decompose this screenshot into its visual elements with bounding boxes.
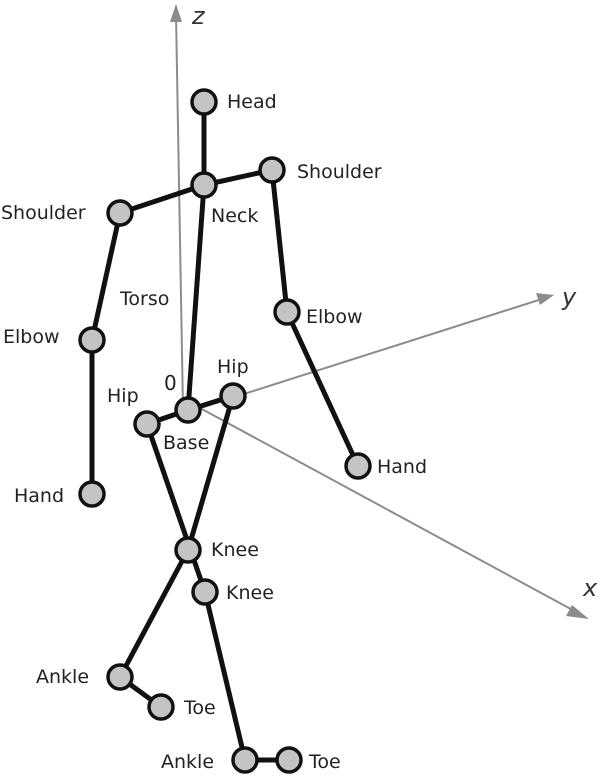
y-axis-line — [199, 297, 546, 409]
label-shoulder-right: Shoulder — [297, 161, 382, 183]
label-torso: Torso — [119, 288, 169, 310]
y-axis-label: y — [561, 283, 577, 311]
joint-neck — [190, 171, 218, 199]
joint-shoulder-right — [258, 156, 286, 184]
label-head: Head — [227, 91, 277, 113]
joint-toe-right — [275, 746, 303, 774]
z-axis-arrowhead — [170, 4, 182, 22]
bone-upper-arm-right — [269, 167, 290, 315]
joint-hip-right — [219, 382, 247, 410]
coordinate-axes: z y x 0 — [164, 2, 598, 619]
z-axis-label: z — [191, 2, 206, 30]
joint-head — [190, 88, 218, 116]
joint-elbow-right — [273, 298, 301, 326]
label-elbow-left: Elbow — [3, 326, 60, 348]
skeleton-bones — [89, 99, 361, 763]
bone-upper-arm-left — [89, 210, 123, 343]
y-axis-arrowhead — [536, 293, 554, 305]
label-hand-right: Hand — [377, 456, 427, 478]
label-knee-lower: Knee — [226, 582, 274, 604]
joint-toe-left — [147, 693, 175, 721]
label-elbow-right: Elbow — [306, 306, 363, 328]
bone-torso — [185, 182, 207, 413]
joint-ankle-right — [231, 746, 259, 774]
label-toe-right: Toe — [308, 751, 341, 773]
joint-knee-lower — [191, 578, 219, 606]
bone-neck-shoulder-left — [117, 182, 207, 216]
joint-ankle-left — [106, 663, 134, 691]
label-hip-left: Hip — [107, 385, 139, 407]
joint-knee-upper — [174, 536, 202, 564]
label-ankle-right: Ankle — [161, 751, 214, 773]
joint-hip-left — [133, 410, 161, 438]
label-ankle-left: Ankle — [36, 666, 89, 688]
joint-shoulder-left — [106, 199, 134, 227]
joint-hand-left — [78, 480, 106, 508]
label-hip-right: Hip — [217, 356, 249, 378]
joint-hand-right — [344, 452, 372, 480]
bone-thigh-right — [185, 393, 236, 553]
label-neck: Neck — [211, 205, 258, 227]
bone-thigh-left — [144, 421, 208, 595]
joint-base — [174, 396, 202, 424]
joint-elbow-left — [78, 326, 106, 354]
bone-shin-left — [117, 547, 191, 680]
bone-forearm-right — [284, 309, 361, 469]
joint-labels: Head Neck Torso Base Shoulder Shoulder E… — [1, 91, 427, 773]
x-axis-line — [199, 407, 581, 615]
x-axis-label: x — [582, 574, 598, 602]
label-toe-left: Toe — [183, 697, 216, 719]
z-axis-line — [175, 13, 184, 411]
label-knee-upper: Knee — [211, 539, 259, 561]
skeleton-joints — [78, 88, 372, 774]
x-axis-arrowhead — [566, 605, 589, 619]
label-hand-left: Hand — [14, 485, 64, 507]
label-shoulder-left: Shoulder — [1, 202, 86, 224]
origin-label: 0 — [164, 371, 177, 395]
bone-shin-right — [202, 589, 248, 763]
label-base: Base — [163, 432, 209, 454]
